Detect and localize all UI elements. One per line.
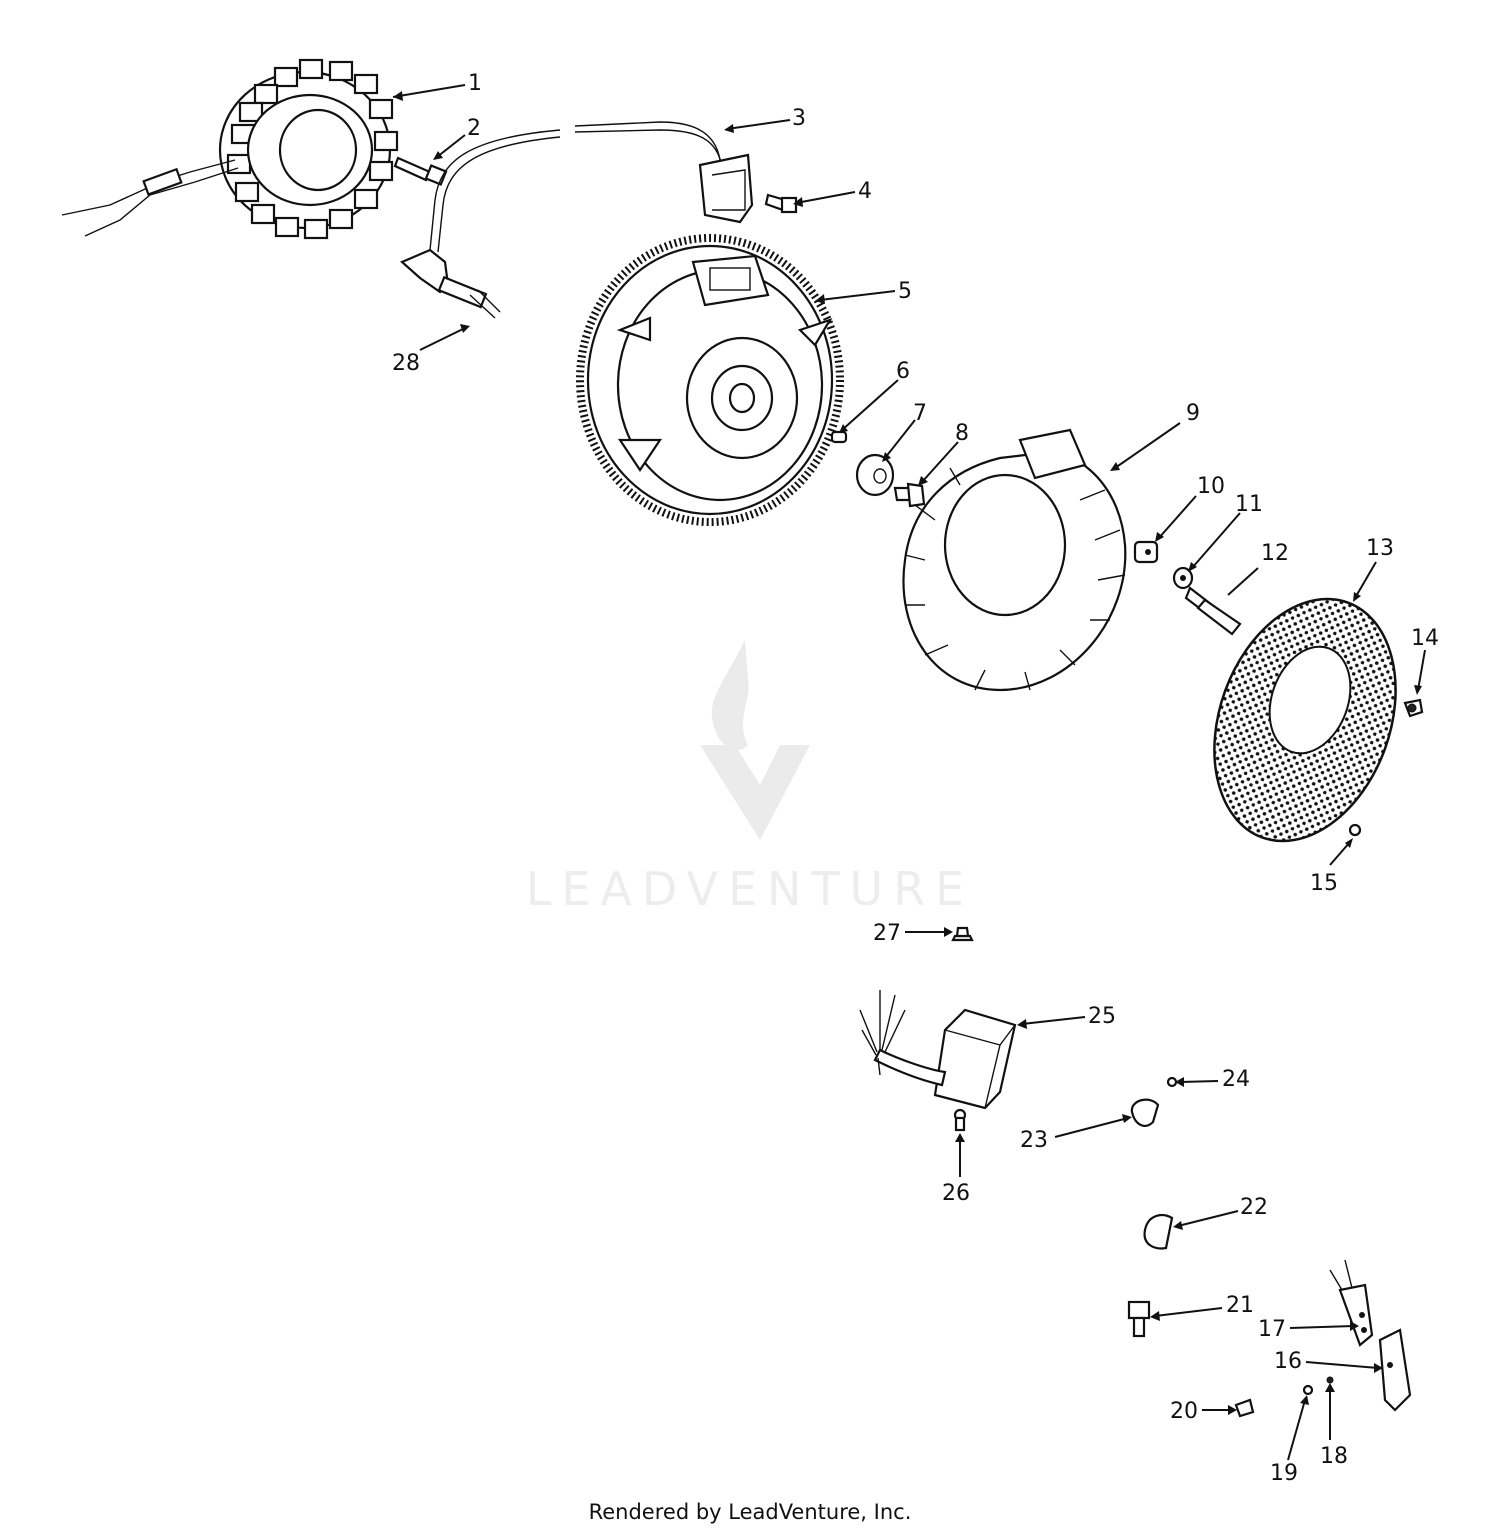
part-bracket (1378, 1328, 1412, 1412)
part-rectifier-regulator (859, 990, 1017, 1110)
part-clip (1130, 1098, 1160, 1127)
part-screen-fastener (1403, 698, 1424, 718)
part-retainer (1348, 823, 1362, 837)
callout-5: 5 (898, 279, 912, 304)
callout-27: 27 (873, 921, 901, 946)
part-small-hardware (1234, 1376, 1334, 1418)
part-ignition-module (399, 121, 754, 319)
watermark-logo: LEADVENTURE (526, 640, 975, 916)
part-flywheel (576, 234, 844, 526)
part-clamp (1143, 1214, 1174, 1250)
callout-26: 26 (942, 1181, 970, 1206)
leader-lines (392, 84, 1426, 1461)
callout-labels: 1 2 3 4 5 6 7 8 9 10 11 12 13 14 15 16 1… (392, 71, 1439, 1486)
part-washer-2 (1133, 540, 1159, 564)
callout-24: 24 (1222, 1067, 1250, 1092)
part-bolt-2 (1127, 1300, 1151, 1338)
part-terminal-block (1329, 1259, 1374, 1347)
callout-9: 9 (1186, 401, 1200, 426)
callout-23: 23 (1020, 1128, 1048, 1153)
callout-3: 3 (792, 106, 806, 131)
callout-1: 1 (468, 71, 482, 96)
part-stud (1184, 586, 1242, 636)
footer-credit: Rendered by LeadVenture, Inc. (588, 1500, 912, 1524)
part-screw (393, 156, 448, 186)
callout-13: 13 (1366, 536, 1394, 561)
callout-15: 15 (1310, 871, 1338, 896)
callout-16: 16 (1274, 1349, 1302, 1374)
callout-14: 14 (1411, 626, 1439, 651)
callout-11: 11 (1235, 492, 1263, 517)
callout-2: 2 (467, 116, 481, 141)
part-nut (951, 926, 974, 942)
part-fan (902, 428, 1127, 692)
callout-7: 7 (913, 401, 927, 426)
part-washer (855, 453, 895, 497)
part-lock-washer (1172, 566, 1194, 590)
callout-10: 10 (1197, 474, 1225, 499)
part-screw-2 (764, 193, 798, 214)
part-rotating-screen (1213, 597, 1397, 843)
callout-21: 21 (1226, 1293, 1254, 1318)
part-screw-4 (1166, 1076, 1178, 1088)
callout-4: 4 (858, 179, 872, 204)
callout-25: 25 (1088, 1004, 1116, 1029)
callout-18: 18 (1320, 1444, 1348, 1469)
part-bolt (893, 482, 926, 508)
callout-19: 19 (1270, 1461, 1298, 1486)
callout-17: 17 (1258, 1317, 1286, 1342)
watermark-text: LEADVENTURE (526, 862, 975, 916)
part-stator (61, 58, 399, 240)
callout-22: 22 (1240, 1195, 1268, 1220)
callout-6: 6 (896, 359, 910, 384)
callout-8: 8 (955, 421, 969, 446)
part-screw-3 (953, 1108, 967, 1132)
part-key (830, 430, 848, 444)
callout-20: 20 (1170, 1399, 1198, 1424)
callout-28: 28 (392, 351, 420, 376)
callout-12: 12 (1261, 541, 1289, 566)
